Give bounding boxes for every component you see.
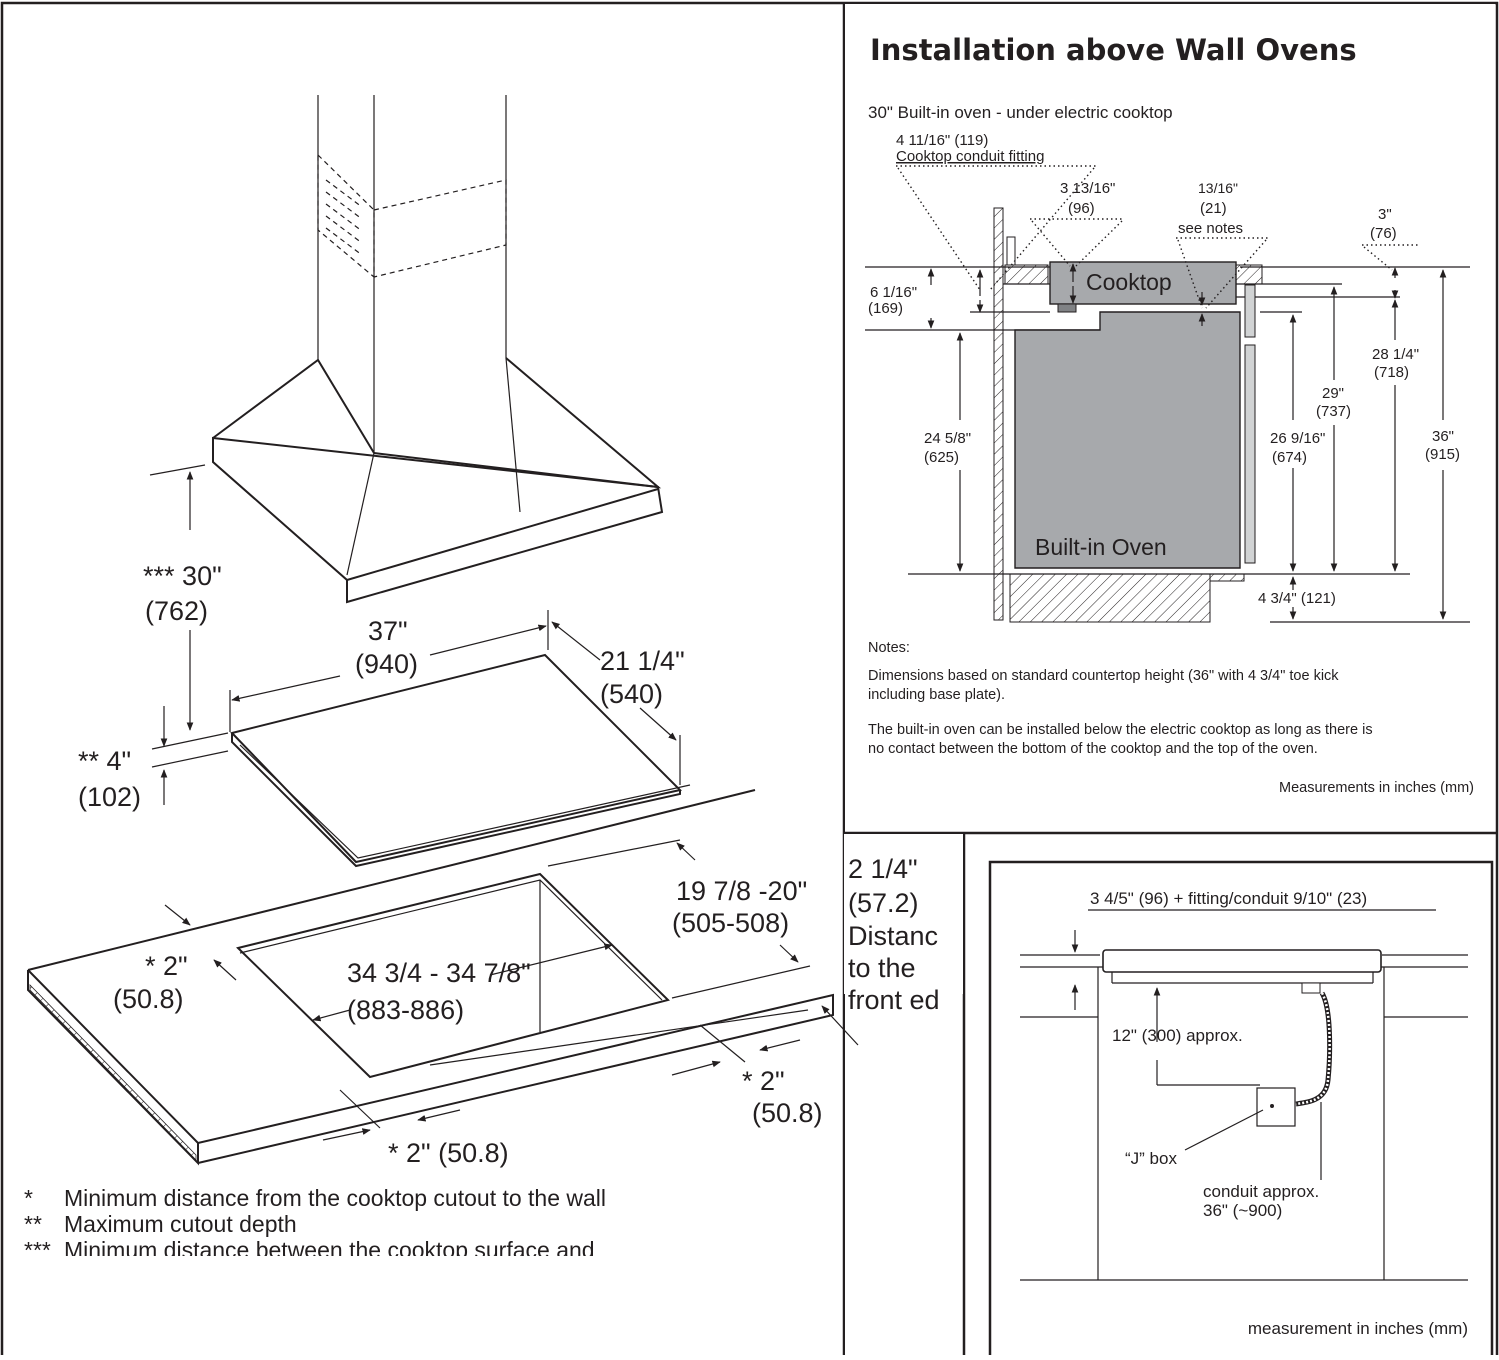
box-distance-label: 12" (300) approx. [1112,1026,1243,1045]
hood-drawing [212,95,664,604]
cooktop-width-mm: (940) [355,649,418,679]
dim-169-mm: (169) [868,300,903,317]
built-in-oven [1014,311,1241,569]
note-1-line-1: Dimensions based on standard countertop … [868,668,1339,684]
dim-96-mm: (96) [1068,200,1095,217]
dim-625-inch: 24 5/8" [924,430,971,447]
dim-96-inch: 3 13/16" [1060,180,1115,197]
dim-21-note: see notes [1178,220,1243,237]
footnote-2-mark: ** [24,1211,42,1237]
depth-range-mm: (505-508) [672,908,789,938]
dim-121: 4 3/4" (121) [1258,576,1336,620]
dim-737: 29" (737) [1316,286,1351,572]
dim-21: 13/16" (21) see notes [1176,180,1268,326]
cooktop-drawing [230,653,691,868]
clearance-front-dimension: * 2" (50.8) [322,1089,509,1168]
dim-915: 36" (915) [1425,269,1460,620]
note-2-line-1: The built-in oven can be installed below… [868,722,1373,738]
cutout-width-label: 34 3/4 - 34 7/8" [347,958,531,988]
dim-915-mm: (915) [1425,446,1460,463]
footnote-1-text: Minimum distance from the cooktop cutout… [64,1185,606,1211]
clearance-right-mm: (50.8) [752,1098,823,1128]
measure-note-top: Measurements in inches (mm) [1279,780,1474,796]
conduit-fitting-label: Cooktop conduit fitting [896,148,1044,165]
dim-625: 24 5/8" (625) [924,332,971,572]
clearance-right-dimension: * 2" (50.8) [671,1024,823,1128]
cooktop-depth-label: 21 1/4" [600,646,685,676]
dim-718-inch: 28 1/4" [1372,346,1419,363]
clearance-left-label: * 2" [145,951,188,981]
front-edge-mm: (57.2) [848,888,919,918]
dim-169-inch: 6 1/16" [870,284,917,301]
depth-range-label: 19 7/8 -20" [676,876,807,906]
hood-height-dimension: *** 30" (762) [143,464,222,731]
footnote-1-mark: * [24,1185,33,1211]
j-box [1256,1087,1296,1127]
conduit-fitting-dimension: 4 11/16" (119) Cooktop conduit fitting [896,132,1096,313]
dim-96: 3 13/16" (96) [1030,180,1124,304]
panel-subtitle: 30" Built-in oven - under electric cookt… [868,103,1173,122]
front-edge-dimension: 2 1/4" (57.2) Distanc to the front ed [821,854,940,1046]
dim-915-inch: 36" [1432,428,1454,445]
conduit-line-2: 36" (~900) [1203,1201,1282,1220]
note-2-line-2: no contact between the bottom of the coo… [868,741,1318,757]
note-1-line-2: including base plate). [868,687,1005,703]
clearance-left-mm: (50.8) [113,984,184,1014]
clearance-right-label: * 2" [742,1066,785,1096]
top-dimension-label: 3 4/5" (96) + fitting/conduit 9/10" (23) [1090,889,1367,908]
footnote-2-text: Maximum cutout depth [64,1211,297,1237]
dim-21-inch: 13/16" [1198,180,1238,196]
cooktop-depth-dimension: 21 1/4" (540) [551,621,685,785]
cooktop-label: Cooktop [1086,269,1172,295]
notes: Notes: Dimensions based on standard coun… [868,640,1474,796]
hood-height-label: *** 30" [143,561,222,591]
panel-title: Installation above Wall Ovens [870,33,1357,67]
dim-718: 28 1/4" (718) [1372,299,1419,572]
dim-21-mm: (21) [1200,200,1227,217]
hood-height-mm: (762) [145,596,208,626]
dim-674-mm: (674) [1272,449,1307,466]
front-edge-line-1: Distanc [848,921,938,951]
footnotes: * Minimum distance from the cooktop cuto… [20,1185,700,1276]
cooktop-width-label: 37" [368,616,408,646]
conduit-line-1: conduit approx. [1203,1182,1319,1201]
cutout-depth-mm: (102) [78,782,141,812]
front-edge-line-2: to the [848,953,916,983]
dim-737-inch: 29" [1322,385,1344,402]
dim-121-text: 4 3/4" (121) [1258,590,1336,607]
cutout-width-dimension: 34 3/4 - 34 7/8" (883-886) [312,943,613,1025]
dim-76-inch: 3" [1378,206,1392,223]
oven-cabinet-drawing: Cooktop Built-in Oven [865,207,1470,623]
front-edge-line-3: front ed [848,985,940,1015]
dim-169: 6 1/16" (169) [868,268,935,329]
dim-76: 3" (76) [1362,206,1418,299]
countertop-drawing [27,789,834,1166]
cutout-width-mm: (883-886) [347,995,464,1025]
cooktop-depth-mm: (540) [600,679,663,709]
cooktop-unit [1049,261,1237,305]
notes-heading: Notes: [868,640,910,656]
dim-674: 26 9/16" (674) [1270,314,1325,572]
j-box-label: “J” box [1125,1149,1177,1168]
conduit-fitting-dim: 4 11/16" (119) [896,132,988,149]
depth-range-dimension: 19 7/8 -20" (505-508) [547,839,811,999]
dim-737-mm: (737) [1316,403,1351,420]
cooktop-width-dimension: 37" (940) [229,610,549,732]
measure-note-bottom: measurement in inches (mm) [1248,1319,1468,1338]
cutout-depth-label: ** 4" [78,746,131,776]
cooktop-body [1102,949,1382,973]
oven-label: Built-in Oven [1035,534,1167,560]
clearance-left-dimension: * 2" (50.8) [113,904,237,1014]
clearance-front-label: * 2" (50.8) [388,1138,509,1168]
dim-674-inch: 26 9/16" [1270,430,1325,447]
dim-718-mm: (718) [1374,364,1409,381]
front-edge-label: 2 1/4" [848,854,918,884]
dim-625-mm: (625) [924,449,959,466]
junction-box-drawing: 3 4/5" (96) + fitting/conduit 9/10" (23)… [1020,889,1468,1338]
cutout-depth-dimension: ** 4" (102) [78,706,229,812]
dim-76-mm: (76) [1370,225,1397,242]
